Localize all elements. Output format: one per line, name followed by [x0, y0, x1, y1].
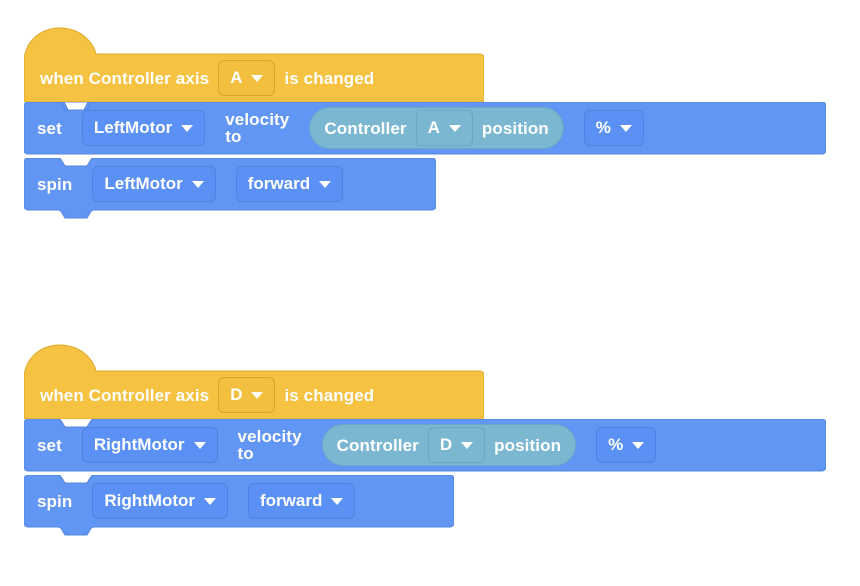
chevron-down-icon: [191, 180, 204, 188]
unit-dropdown[interactable]: %: [596, 427, 657, 463]
controller-label: Controller: [324, 118, 407, 138]
spin-direction-value: forward: [260, 491, 323, 510]
hat-label-suffix: is changed: [284, 68, 375, 88]
chevron-down-icon: [181, 124, 194, 132]
motor-dropdown[interactable]: LeftMotor: [81, 110, 206, 146]
spin-motor-value: LeftMotor: [104, 174, 183, 193]
hat-label-prefix: when Controller axis: [40, 385, 210, 405]
spin-label: spin: [37, 174, 73, 194]
unit-dropdown-value: %: [608, 435, 624, 454]
unit-dropdown-value: %: [595, 118, 611, 137]
chevron-down-icon: [193, 441, 206, 449]
spin-block[interactable]: spin LeftMotor forward: [24, 158, 484, 222]
spin-motor-value: RightMotor: [104, 491, 195, 510]
axis-dropdown-value: A: [230, 68, 243, 87]
controller-label: Controller: [336, 435, 419, 455]
hat-label-suffix: is changed: [284, 385, 375, 405]
spin-direction-dropdown[interactable]: forward: [248, 483, 356, 519]
axis-dropdown[interactable]: A: [218, 60, 276, 96]
unit-dropdown[interactable]: %: [583, 110, 644, 146]
axis-dropdown-value: D: [230, 385, 243, 404]
motor-dropdown[interactable]: RightMotor: [81, 427, 218, 463]
reporter-axis-dropdown[interactable]: D: [427, 427, 486, 463]
reporter-axis-value: A: [427, 118, 440, 137]
chevron-down-icon: [632, 441, 645, 449]
set-label: set: [37, 118, 62, 138]
spin-content: spin LeftMotor forward: [24, 158, 344, 210]
chevron-down-icon: [204, 497, 216, 505]
chevron-down-icon: [251, 74, 264, 82]
spin-label: spin: [37, 491, 73, 511]
set-velocity-content: set RightMotor velocity to Controller D …: [24, 419, 657, 471]
chevron-down-icon: [461, 441, 474, 449]
position-label: position: [481, 118, 549, 138]
axis-dropdown[interactable]: D: [218, 377, 276, 413]
spin-block[interactable]: spin RightMotor forward: [24, 475, 484, 539]
hat-block-content: when Controller axis A is changed: [24, 54, 374, 102]
controller-position-reporter[interactable]: Controller A position: [309, 107, 564, 149]
spin-content: spin RightMotor forward: [24, 475, 356, 527]
spin-motor-dropdown[interactable]: RightMotor: [92, 483, 228, 519]
controller-position-reporter[interactable]: Controller D position: [321, 424, 577, 466]
script-stack-d[interactable]: when Controller axis D is changed set Ri…: [24, 339, 826, 539]
chevron-down-icon: [319, 180, 332, 188]
motor-dropdown-value: LeftMotor: [93, 118, 173, 137]
velocity-to-label: velocity to: [237, 427, 302, 463]
velocity-to-label: velocity to: [225, 110, 290, 146]
set-velocity-content: set LeftMotor velocity to Controller A p…: [24, 102, 644, 154]
reporter-axis-value: D: [439, 435, 453, 454]
set-label: set: [37, 435, 62, 455]
reporter-axis-dropdown[interactable]: A: [415, 110, 473, 146]
chevron-down-icon: [619, 124, 632, 132]
script-stack-a[interactable]: when Controller axis A is changed set Le…: [24, 22, 826, 222]
motor-dropdown-value: RightMotor: [93, 435, 185, 454]
set-velocity-block[interactable]: set LeftMotor velocity to Controller A p…: [24, 102, 826, 158]
spin-direction-dropdown[interactable]: forward: [235, 166, 344, 202]
hat-block-when-controller-axis-changed[interactable]: when Controller axis D is changed: [24, 339, 484, 419]
spin-motor-dropdown[interactable]: LeftMotor: [92, 166, 216, 202]
position-label: position: [494, 435, 562, 455]
spin-direction-value: forward: [247, 174, 311, 193]
chevron-down-icon: [331, 497, 344, 505]
hat-block-when-controller-axis-changed[interactable]: when Controller axis A is changed: [24, 22, 484, 102]
hat-block-content: when Controller axis D is changed: [24, 371, 374, 419]
set-velocity-block[interactable]: set RightMotor velocity to Controller D …: [24, 419, 826, 475]
chevron-down-icon: [448, 124, 461, 132]
hat-label-prefix: when Controller axis: [40, 68, 210, 88]
chevron-down-icon: [251, 391, 264, 399]
